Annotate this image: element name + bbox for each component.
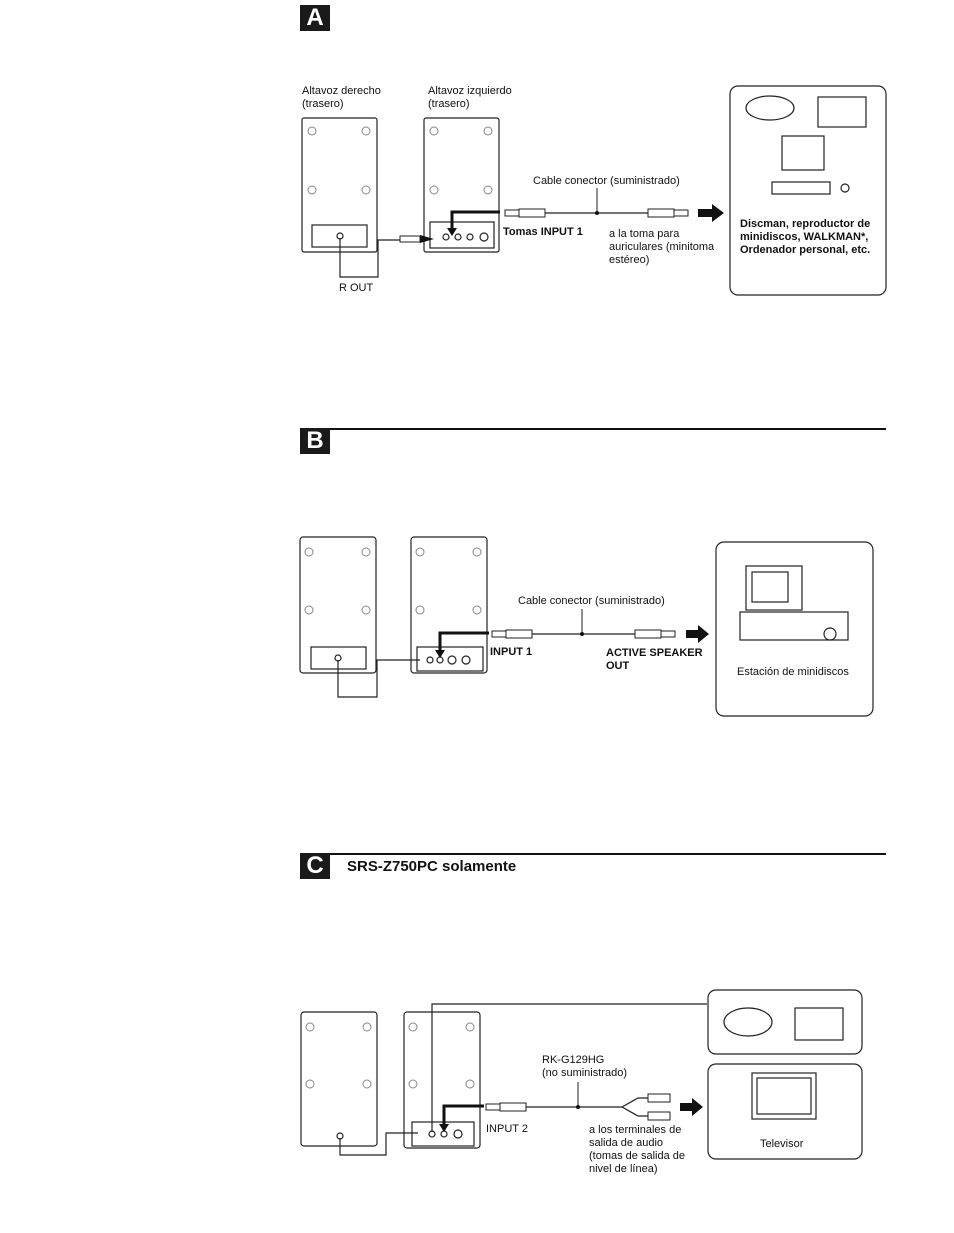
- section-a-badge: A: [300, 5, 330, 31]
- section-c-badge: C: [300, 853, 330, 879]
- input-label-b: INPUT 1: [490, 646, 533, 658]
- right-speaker: [301, 117, 378, 253]
- left-speaker-b: [410, 536, 488, 674]
- right-speaker-c: [300, 1011, 378, 1147]
- source-box: [729, 85, 887, 296]
- left-speaker-label: Altavoz izquierdo (trasero): [428, 85, 512, 110]
- right-speaker-b: [299, 536, 377, 674]
- right-speaker-label: Altavoz derecho (trasero): [302, 85, 381, 110]
- tv-label: Televisor: [760, 1138, 804, 1150]
- cable-label-a: Cable conector (suministrado): [533, 175, 680, 187]
- section-b-badge: B: [300, 428, 330, 454]
- station-box: [715, 541, 874, 717]
- inputs-label-a: Tomas INPUT 1: [503, 226, 583, 238]
- input2-label: INPUT 2: [486, 1123, 528, 1135]
- r-out-label: R OUT: [339, 282, 374, 294]
- active-speaker-out-label: ACTIVE SPEAKER OUT: [606, 647, 703, 672]
- section-b-rule: [300, 428, 886, 430]
- cable-label-c: RK-G129HG (no suministrado): [542, 1054, 627, 1079]
- left-speaker: [423, 117, 500, 253]
- audio-terminals-label: a los terminales de salida de audio (tom…: [589, 1124, 685, 1175]
- diagram-a: [301, 85, 887, 296]
- section-c-rule: [300, 853, 886, 855]
- headphone-jack-label: a la toma para auriculares (minitoma est…: [609, 228, 715, 266]
- section-c-title: SRS-Z750PC solamente: [347, 858, 517, 875]
- portable-box: [707, 989, 863, 1055]
- cable-label-b: Cable conector (suministrado): [518, 595, 665, 607]
- left-speaker-c: [403, 1011, 481, 1149]
- sources-label: Discman, reproductor de minidiscos, WALK…: [740, 218, 871, 256]
- station-label: Estación de minidiscos: [737, 666, 849, 678]
